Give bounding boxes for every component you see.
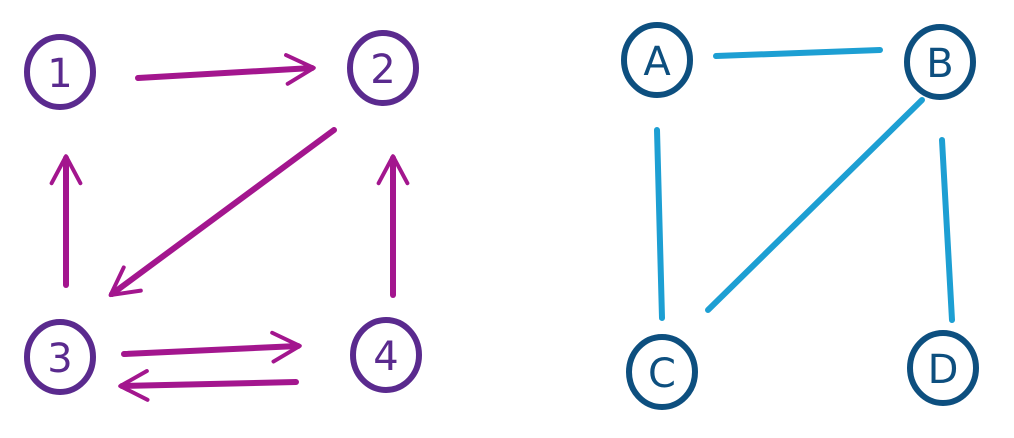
- directed-graph-edges: [49, 53, 410, 402]
- node-circle: [347, 30, 419, 106]
- node-4: 4: [350, 317, 422, 393]
- node-circle: [907, 330, 979, 406]
- node-C: C: [626, 334, 698, 410]
- node-D: D: [907, 330, 979, 406]
- undirected-graph-nodes: A B C D: [621, 22, 979, 410]
- edge-3-to-4: [121, 330, 302, 364]
- edge-A-to-C: [654, 127, 665, 321]
- node-label: 4: [373, 334, 398, 380]
- node-circle: [904, 24, 976, 100]
- node-circle: [24, 34, 96, 110]
- node-label: 1: [47, 51, 72, 97]
- node-label: A: [643, 39, 671, 85]
- undirected-graph-edges: [654, 47, 955, 323]
- node-label: D: [928, 347, 959, 393]
- edge-1-to-2: [135, 53, 316, 86]
- node-2: 2: [347, 30, 419, 106]
- node-circle: [626, 334, 698, 410]
- node-label: B: [926, 41, 953, 87]
- edge-A-to-B: [713, 47, 883, 59]
- node-circle: [621, 22, 693, 98]
- node-3: 3: [24, 319, 96, 395]
- directed-graph-nodes: 1 2 3 4: [24, 30, 422, 395]
- edge-B-to-D: [939, 137, 955, 323]
- node-A: A: [621, 22, 693, 98]
- edge-B-to-C: [705, 97, 925, 313]
- node-circle: [350, 317, 422, 393]
- node-1: 1: [24, 34, 96, 110]
- node-B: B: [904, 24, 976, 100]
- edge-4-to-3: [118, 369, 299, 402]
- node-circle: [24, 319, 96, 395]
- node-label: 3: [47, 336, 72, 382]
- edge-2-to-3: [108, 127, 337, 298]
- node-label: C: [648, 351, 676, 397]
- node-label: 2: [370, 47, 395, 93]
